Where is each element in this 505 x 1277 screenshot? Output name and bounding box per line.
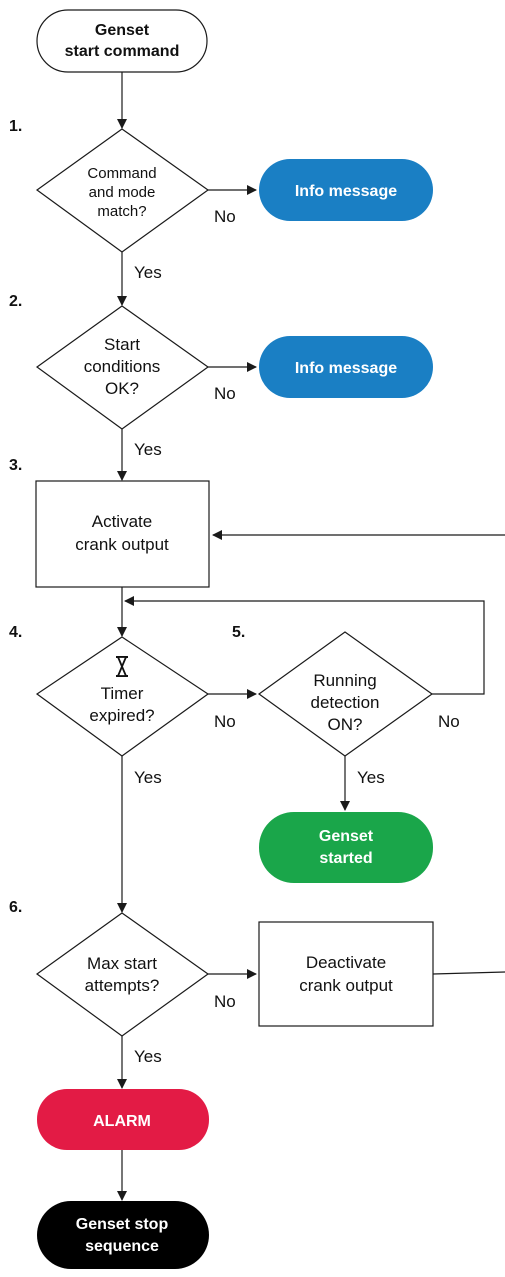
running-line-1: Running [313, 671, 376, 690]
d1-line-1: Command [87, 165, 156, 182]
edge-label-d2-yes: Yes [134, 440, 162, 459]
running-line-2: detection [311, 693, 380, 712]
connectors [117, 72, 505, 1201]
decision-timer-expired: Timer expired? [35, 636, 210, 757]
d2-line-3: OK? [105, 379, 139, 398]
process-deactivate-crank: Deactivate crank output [258, 921, 434, 1027]
start-line-1: Genset [95, 22, 150, 39]
info-message-2: Info message [259, 336, 433, 398]
genset-started-terminator: Genset started [259, 812, 433, 883]
decision-start-conditions: Start conditions OK? [35, 305, 210, 430]
step-number-1: 1. [9, 118, 22, 135]
running-line-3: ON? [328, 715, 363, 734]
timer-line-2: expired? [89, 706, 154, 725]
info-2-label: Info message [295, 360, 397, 377]
d2-line-2: conditions [84, 357, 161, 376]
edge-label-d1-no: No [214, 207, 236, 226]
step-number-3: 3. [9, 457, 22, 474]
edge-label-timer-no: No [214, 712, 236, 731]
max-line-1: Max start [87, 954, 157, 973]
d1-line-2: and mode [89, 184, 156, 201]
process-activate-crank: Activate crank output [35, 480, 210, 588]
edge-label-running-yes: Yes [357, 768, 385, 787]
max-line-2: attempts? [85, 976, 160, 995]
start-line-2: start command [65, 43, 180, 60]
d1-line-3: match? [97, 203, 146, 220]
edge-label-d1-yes: Yes [134, 263, 162, 282]
edge-label-d2-no: No [214, 384, 236, 403]
timer-line-1: Timer [101, 684, 144, 703]
hourglass-icon [116, 656, 128, 677]
edge-deactivate-return [432, 971, 505, 975]
edge-label-max-no: No [214, 992, 236, 1011]
started-line-1: Genset [319, 828, 374, 845]
step-number-5: 5. [232, 624, 245, 641]
started-line-2: started [319, 850, 372, 867]
edge-label-timer-yes: Yes [134, 768, 162, 787]
d2-line-1: Start [104, 335, 140, 354]
step-number-2: 2. [9, 293, 22, 310]
alarm-label: ALARM [93, 1113, 151, 1130]
info-message-1: Info message [259, 159, 433, 221]
start-terminator: Genset start command [36, 9, 208, 73]
decision-max-start-attempts: Max start attempts? [35, 912, 210, 1037]
decision-command-mode: Command and mode match? [35, 128, 210, 253]
stop-line-1: Genset stop [76, 1216, 169, 1233]
decision-running-detection: Running detection ON? [257, 631, 434, 757]
info-1-label: Info message [295, 183, 397, 200]
activate-line-1: Activate [92, 512, 152, 531]
deactivate-line-1: Deactivate [306, 953, 386, 972]
step-number-6: 6. [9, 899, 22, 916]
deactivate-line-2: crank output [299, 976, 393, 995]
activate-line-2: crank output [75, 535, 169, 554]
stop-line-2: sequence [85, 1238, 159, 1255]
step-number-4: 4. [9, 624, 22, 641]
edge-label-running-no: No [438, 712, 460, 731]
edge-running-no-loop [124, 596, 485, 695]
alarm-terminator: ALARM [37, 1089, 209, 1150]
stop-sequence-terminator: Genset stop sequence [37, 1201, 209, 1269]
edge-label-max-yes: Yes [134, 1047, 162, 1066]
